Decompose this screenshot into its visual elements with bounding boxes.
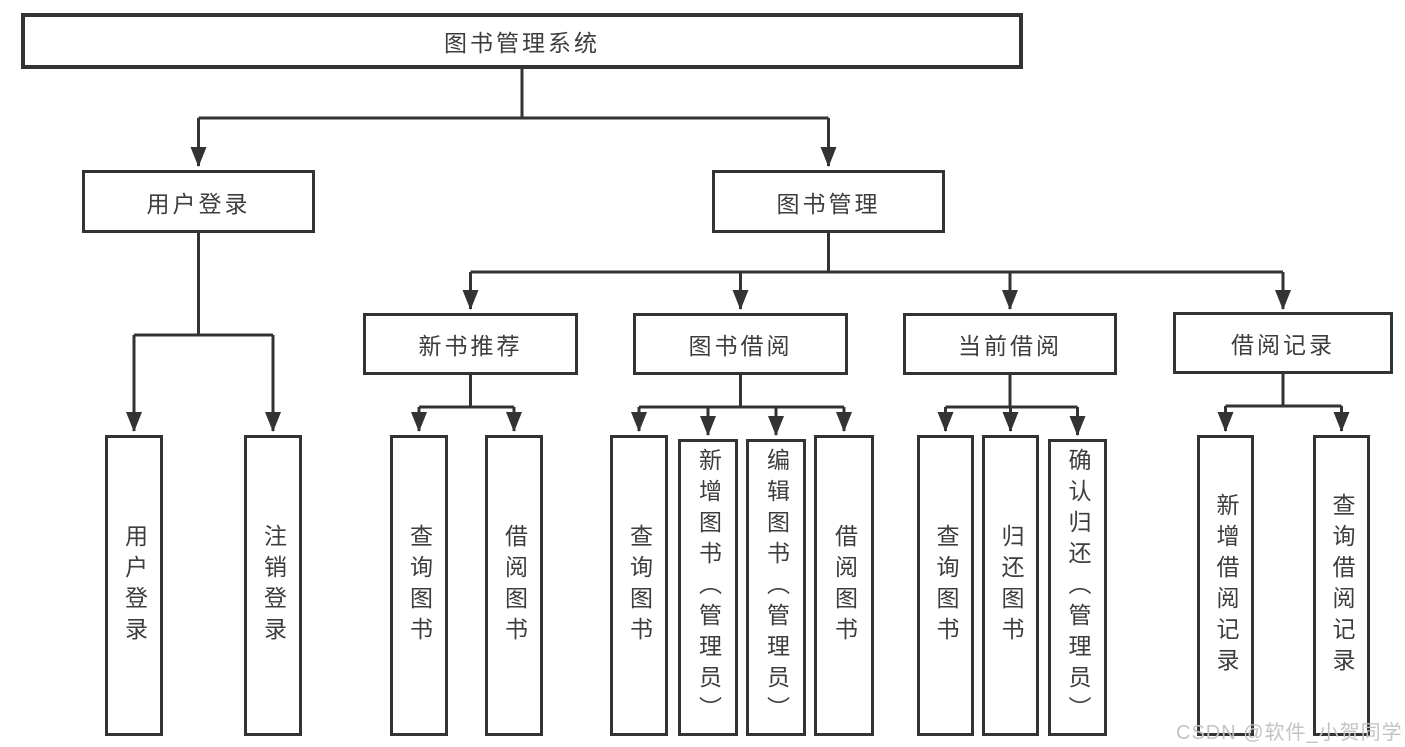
leaf-cur-query-books: 查询图书 [917,435,974,736]
leaf-rr-add-record-label: 新增借阅记录 [1213,492,1239,679]
node-borrowing-records-label: 借阅记录 [1231,332,1335,358]
watermark: CSDN @软件_小贺同学 [1176,722,1403,744]
leaf-rr-add-record: 新增借阅记录 [1197,435,1254,736]
leaf-bor-borrow-books-label: 借阅图书 [831,523,858,648]
node-user-login-label: 用户登录 [146,190,251,217]
leaf-rr-query-record-label: 查询借阅记录 [1329,492,1355,679]
node-user-login: 用户登录 [82,170,315,233]
node-book-borrowing: 图书借阅 [633,313,848,375]
leaf-cur-confirm-return-label: 确认归还（管理员） [1065,448,1091,727]
node-new-book-recommend: 新书推荐 [363,313,578,375]
leaf-bor-query-books: 查询图书 [610,435,668,736]
leaf-rr-query-record: 查询借阅记录 [1313,435,1370,736]
leaf-logout: 注销登录 [244,435,302,736]
leaf-bor-add-books-label: 新增图书（管理员） [695,448,722,727]
leaf-bor-edit-books-label: 编辑图书（管理员） [763,448,790,727]
leaf-user-login: 用户登录 [105,435,163,736]
leaf-bor-borrow-books: 借阅图书 [814,435,874,736]
node-new-book-recommend-label: 新书推荐 [418,333,523,359]
leaf-cur-return-books-label: 归还图书 [998,523,1024,648]
leaf-rec-borrow-books: 借阅图书 [485,435,543,736]
node-book-borrowing-label: 图书借阅 [688,333,793,359]
node-book-management: 图书管理 [712,170,945,233]
node-root-label: 图书管理系统 [444,30,600,56]
leaf-rec-query-books-label: 查询图书 [406,523,433,648]
leaf-rec-borrow-books-label: 借阅图书 [501,523,528,648]
leaf-rec-query-books: 查询图书 [390,435,448,736]
leaf-logout-label: 注销登录 [260,523,287,648]
node-current-borrowing: 当前借阅 [903,313,1117,375]
node-book-management-label: 图书管理 [776,190,881,217]
leaf-bor-query-books-label: 查询图书 [626,523,653,648]
node-current-borrowing-label: 当前借阅 [958,333,1062,359]
node-borrowing-records: 借阅记录 [1173,312,1393,374]
leaf-cur-confirm-return: 确认归还（管理员） [1048,439,1107,736]
leaf-bor-edit-books: 编辑图书（管理员） [746,439,806,736]
node-root: 图书管理系统 [21,13,1023,69]
leaf-bor-add-books: 新增图书（管理员） [678,439,738,736]
leaf-cur-query-books-label: 查询图书 [933,523,959,648]
leaf-cur-return-books: 归还图书 [982,435,1039,736]
leaf-user-login-label: 用户登录 [121,523,148,648]
